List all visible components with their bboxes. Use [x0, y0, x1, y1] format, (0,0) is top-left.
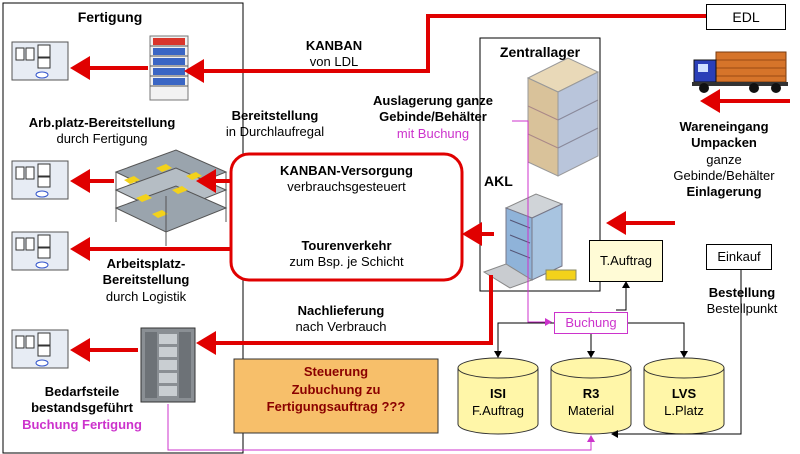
db-r3-cylinder [550, 357, 632, 435]
bestellung-line2: Bestellpunkt [706, 301, 778, 317]
edl-box: EDL [706, 4, 786, 30]
kanban-versorgung-line3: Tourenverkehr [301, 238, 392, 253]
db-isi-cylinder [457, 357, 539, 435]
small-shelf-icon [149, 35, 189, 101]
arbplatz1-line1: Arb.platz-Bereitstellung [28, 115, 176, 130]
kanban-ldl-label: KANBAN von LDL [286, 38, 382, 71]
wareneingang-line2: Umpacken [691, 135, 757, 151]
db-r3-sub: Material [567, 402, 615, 418]
cabinet-icon [140, 327, 196, 403]
db-lvs-label: LVS L.Platz [644, 386, 724, 420]
akl-label: AKL [484, 173, 513, 189]
bedarfsteile-line2: bestandsgeführt [31, 400, 133, 416]
zentrallager-title: Zentrallager [499, 44, 581, 60]
tauftrag-box: T.Auftrag [589, 240, 663, 282]
arbplatz2-line2: Bereitstellung [102, 272, 190, 288]
bestellung-label: Bestellung Bestellpunkt [688, 285, 796, 318]
auslagerung-line2: Gebinde/Behälter [379, 109, 487, 125]
steuerung-line1: Steuerung [303, 364, 369, 379]
db-lvs-title: LVS [671, 386, 697, 401]
booking-line-auslagerung [512, 120, 552, 326]
kanban-versorgung-label-top: KANBAN-Versorgung verbrauchsgesteuert [236, 163, 457, 196]
nachlieferung-label: Nachlieferung nach Verbrauch [276, 303, 406, 336]
auslagerung-label: Auslagerung ganze Gebinde/Behälter mit B… [352, 93, 514, 142]
arbplatz2-line1: Arbeitsplatz- [106, 256, 186, 271]
arrow-nachlieferung [196, 275, 493, 355]
steuerung-box [233, 358, 439, 434]
buchung-label: Buchung [565, 315, 617, 330]
booking-line-fertigung [167, 404, 595, 451]
kanban-versorgung-line1: KANBAN-Versorgung [280, 163, 413, 178]
steuerung-line2: Zubuchung zu [291, 381, 381, 397]
workstation-icon-4 [11, 329, 69, 369]
bereitstellung-line1: Bereitstellung [231, 108, 319, 123]
fertigung-title: Fertigung [77, 9, 143, 25]
einkauf-box: Einkauf [706, 244, 772, 270]
bereitstellung-label: Bereitstellung in Durchlaufregal [200, 108, 350, 141]
kanban-ldl-line1: KANBAN [305, 38, 363, 53]
bedarfsteile-line3: Buchung Fertigung [22, 416, 142, 432]
auslagerung-line3: mit Buchung [396, 125, 470, 141]
wareneingang-line1: Wareneingang [679, 119, 769, 134]
truck-icon [692, 51, 788, 93]
auslagerung-line1: Auslagerung ganze [373, 93, 493, 108]
wareneingang-line3: ganze [706, 151, 742, 167]
kanban-versorgung-line2: verbrauchsgesteuert [287, 179, 406, 195]
kanban-ldl-line2: von LDL [309, 54, 359, 70]
arbplatz2-label: Arbeitsplatz- Bereitstellung durch Logis… [86, 256, 206, 305]
kanban-versorgung-box [229, 152, 464, 282]
db-lvs-sub: L.Platz [664, 402, 704, 418]
arbplatz2-line3: durch Logistik [105, 288, 187, 304]
workstation-icon-3 [11, 231, 69, 271]
edl-label: EDL [732, 9, 760, 25]
conn-buchung-lvs [627, 322, 688, 358]
bereitstellung-line2: in Durchlaufregal [225, 124, 325, 140]
arrow-kanban-ldl [184, 14, 706, 83]
db-isi-label: ISI F.Auftrag [458, 386, 538, 420]
bestellung-line1: Bestellung [708, 285, 776, 300]
kanban-versorgung-label-bottom: Tourenverkehr zum Bsp. je Schicht [236, 238, 457, 271]
conn-einkauf-r3 [611, 270, 742, 438]
steuerung-label: Steuerung Zubuchung zu Fertigungsauftrag… [234, 363, 438, 416]
wareneingang-line4: Gebinde/Behälter [673, 167, 775, 183]
db-lvs-cylinder [643, 357, 725, 435]
db-isi-sub: F.Auftrag [471, 402, 525, 418]
flow-rack-icon [114, 149, 228, 246]
akl-icon [482, 193, 577, 289]
conn-buchung-isi [494, 322, 555, 358]
db-r3-title: R3 [582, 386, 600, 401]
conn-buchung-tauftrag [616, 281, 630, 311]
einkauf-label: Einkauf [717, 249, 761, 264]
db-isi-title: ISI [490, 386, 506, 401]
bedarfsteile-label: Bedarfsteile bestandsgeführt Buchung Fer… [4, 384, 160, 433]
buchung-box: Buchung [554, 312, 628, 334]
workstation-icon-1 [11, 41, 69, 81]
tauftrag-label: T.Auftrag [599, 253, 653, 268]
warehouse-rack-icon [526, 57, 600, 177]
zentrallager-frame [479, 37, 601, 292]
workstation-icon-2 [11, 160, 69, 200]
arbplatz1-label: Arb.platz-Bereitstellung durch Fertigung [6, 115, 198, 148]
wareneingang-label: Wareneingang Umpacken ganze Gebinde/Behä… [648, 119, 800, 200]
kanban-versorgung-line4: zum Bsp. je Schicht [289, 254, 404, 270]
db-r3-label: R3 Material [551, 386, 631, 420]
nachlieferung-line2: nach Verbrauch [295, 319, 387, 335]
wareneingang-line5: Einlagerung [686, 184, 762, 199]
bedarfsteile-line1: Bedarfsteile [44, 384, 120, 399]
nachlieferung-line1: Nachlieferung [297, 303, 385, 318]
arbplatz1-line2: durch Fertigung [56, 131, 148, 147]
steuerung-line3: Fertigungsauftrag ??? [266, 399, 406, 415]
